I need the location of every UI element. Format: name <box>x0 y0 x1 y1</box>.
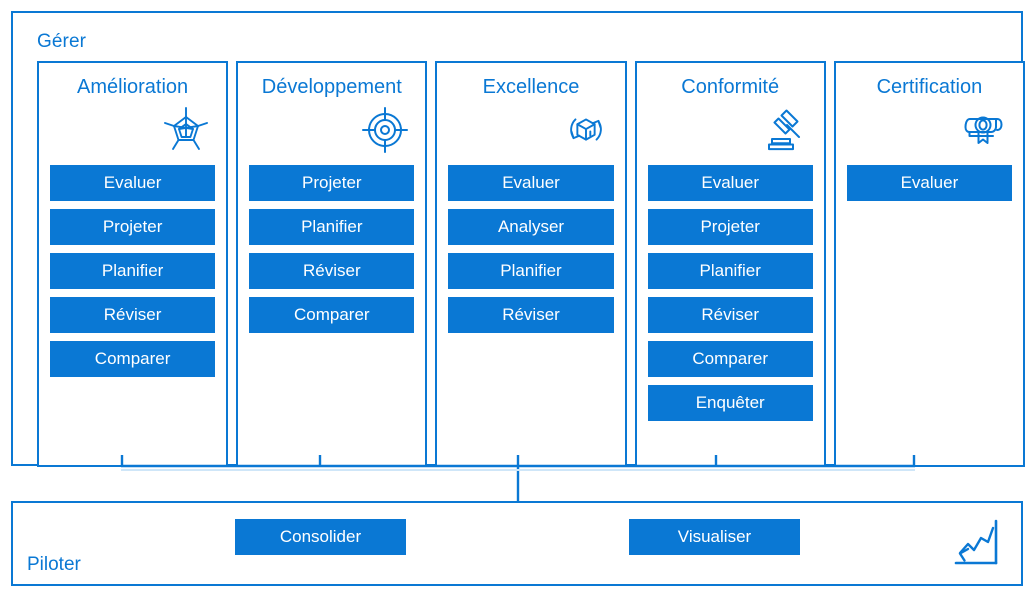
card-title-excellence: Excellence <box>482 76 580 98</box>
manage-section-label: Gérer <box>37 31 87 52</box>
pilot-section-label: Piloter <box>27 554 81 575</box>
chip-item[interactable]: Projeter <box>249 165 415 201</box>
chip-item[interactable]: Planifier <box>647 253 813 289</box>
radar-chart-icon <box>50 101 215 159</box>
chip-item[interactable]: Enquêter <box>647 385 813 421</box>
chip-item[interactable]: Analyser <box>448 209 614 245</box>
visualiser-button[interactable]: Visualiser <box>629 519 800 555</box>
capability-card-amelioration[interactable]: Amélioration <box>37 61 229 467</box>
chip-item[interactable]: Evaluer <box>50 165 216 201</box>
chip-list-conformite: Evaluer Projeter Planifier Réviser Compa… <box>647 165 813 421</box>
consolider-button[interactable]: Consolider <box>235 519 406 555</box>
chip-item[interactable]: Réviser <box>448 297 614 333</box>
chip-item[interactable]: Planifier <box>50 253 216 289</box>
growth-line-chart-icon <box>950 517 1004 571</box>
card-title-conformite: Conformité <box>681 76 780 98</box>
chip-item[interactable]: Planifier <box>249 209 415 245</box>
pilot-section-frame: Piloter Consolider Visualiser <box>11 501 1023 586</box>
chip-item[interactable]: Evaluer <box>647 165 813 201</box>
chip-item[interactable]: Projeter <box>50 209 216 245</box>
capability-card-developpement[interactable]: Développement Projeter Planifier <box>236 61 428 467</box>
chip-list-certification: Evaluer <box>846 165 1013 201</box>
target-crosshair-icon <box>249 101 414 159</box>
certificate-icon <box>847 101 1012 159</box>
box-refresh-icon <box>448 101 613 159</box>
capability-card-conformite[interactable]: Conformité Evaluer Projeter Planifier Ré… <box>634 61 826 467</box>
card-title-certification: Certification <box>876 76 983 98</box>
card-title-developpement: Développement <box>261 76 402 98</box>
chip-item[interactable]: Evaluer <box>846 165 1013 201</box>
chip-item[interactable]: Evaluer <box>448 165 614 201</box>
chip-item[interactable]: Réviser <box>50 297 216 333</box>
chip-list-amelioration: Evaluer Projeter Planifier Réviser Compa… <box>50 165 216 377</box>
chip-item[interactable]: Comparer <box>50 341 216 377</box>
chip-item[interactable]: Réviser <box>249 253 415 289</box>
capability-card-certification[interactable]: Certification Evaluer <box>833 61 1026 467</box>
manage-section-frame: Gérer Amélioration <box>11 11 1026 467</box>
capability-columns: Amélioration <box>37 61 1026 467</box>
card-title-amelioration: Amélioration <box>77 76 189 98</box>
capability-card-excellence[interactable]: Excellence Evaluer Analyser <box>435 61 627 467</box>
chip-item[interactable]: Réviser <box>647 297 813 333</box>
chip-item[interactable]: Comparer <box>249 297 415 333</box>
chip-list-excellence: Evaluer Analyser Planifier Réviser <box>448 165 614 333</box>
gavel-icon <box>648 101 813 159</box>
chip-item[interactable]: Planifier <box>448 253 614 289</box>
chip-item[interactable]: Projeter <box>647 209 813 245</box>
chip-item[interactable]: Comparer <box>647 341 813 377</box>
chip-list-developpement: Projeter Planifier Réviser Comparer <box>249 165 415 333</box>
